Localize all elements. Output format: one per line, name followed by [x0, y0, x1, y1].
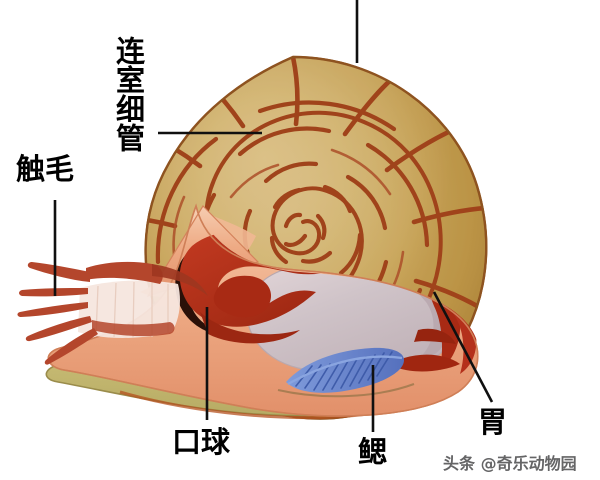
septum [263, 161, 319, 184]
septum [315, 213, 327, 241]
septum [345, 174, 388, 231]
septum-outer [413, 278, 487, 321]
septum [283, 212, 303, 229]
buccal-mass [179, 231, 360, 327]
septum [300, 250, 333, 264]
septum [338, 232, 363, 276]
septum-fine [229, 163, 280, 199]
tentacle-crown-shadow [152, 264, 208, 296]
septum-outer [145, 212, 178, 229]
gill-filament [340, 358, 358, 389]
tentacle-arm [27, 262, 90, 282]
gill-filament [349, 356, 367, 387]
label-chumao: 触毛 [16, 152, 75, 186]
septum [283, 233, 308, 248]
tentacle-arm [25, 316, 93, 342]
gill-filament [331, 360, 349, 390]
septum [269, 235, 289, 265]
septum [272, 187, 302, 210]
tentacles [17, 261, 208, 365]
leader-wei [432, 291, 494, 403]
gill-base-line [277, 383, 415, 398]
septum-outer [290, 57, 300, 127]
buccal-lower-muscle [200, 312, 300, 344]
septum [365, 142, 430, 248]
label-sai: 鳃 [358, 435, 388, 469]
septum [155, 136, 219, 265]
septum [322, 184, 353, 214]
gill-filament [313, 363, 331, 391]
stomach-lower [398, 354, 460, 372]
label-wei: 胃 [478, 405, 508, 439]
gill-filament [322, 362, 340, 391]
tentacle-arm [19, 288, 88, 297]
septum [237, 126, 332, 157]
tentacle-base [86, 261, 163, 284]
label-lianshi-xiguan: 连室细管 [111, 36, 146, 152]
leader-lines [53, 0, 494, 432]
tentacle-arm [44, 328, 98, 365]
septum [257, 100, 397, 132]
label-kouqiu: 口球 [172, 425, 231, 459]
septum-fine [330, 148, 392, 196]
gill-rachis [287, 355, 403, 386]
tentacle-base-lower [92, 320, 175, 337]
gill [286, 347, 404, 393]
buccal-lobe [213, 275, 272, 318]
watermark: 头条 @奇乐动物园 [443, 454, 577, 473]
septum-outer [411, 204, 487, 225]
gill-filament [358, 354, 376, 384]
gill-body [286, 347, 404, 393]
tentacle-arm [17, 302, 89, 317]
stomach-hook [414, 328, 456, 344]
